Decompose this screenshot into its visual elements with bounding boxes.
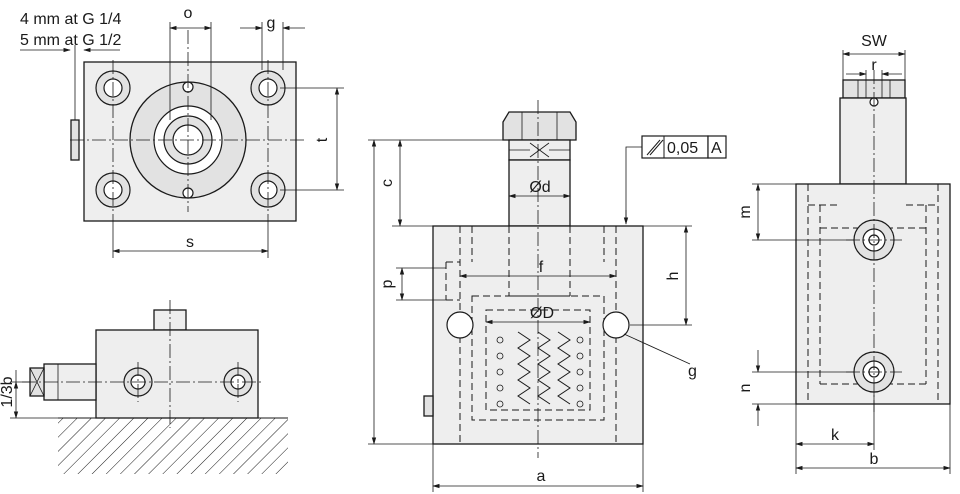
dim-g-top: g bbox=[267, 15, 276, 32]
front-view: c Ød 0,05 A f p h bbox=[368, 100, 727, 492]
dim-r: r bbox=[871, 57, 877, 74]
tolerance-value: 0,05 bbox=[667, 140, 698, 157]
dim-p: p bbox=[379, 279, 396, 288]
dim-sw: SW bbox=[861, 33, 888, 50]
dim-c: c bbox=[379, 179, 396, 187]
top-view: 4 mm at G 1/4 5 mm at G 1/2 bbox=[20, 5, 344, 258]
dim-s: s bbox=[186, 234, 194, 251]
side-view: 1/3b bbox=[0, 300, 288, 474]
dim-one-third-b: 1/3b bbox=[0, 376, 16, 407]
tolerance-frame: 0,05 A bbox=[623, 135, 727, 225]
dim-o: o bbox=[184, 5, 193, 22]
right-view: SW r m n k b bbox=[737, 33, 951, 474]
dim-g-right: g bbox=[688, 363, 697, 380]
dim-b: b bbox=[870, 451, 879, 468]
dim-d-small: Ød bbox=[529, 179, 550, 196]
dim-k: k bbox=[831, 427, 840, 444]
dim-d-big: ØD bbox=[530, 305, 554, 322]
spring bbox=[496, 331, 584, 408]
dim-m: m bbox=[737, 205, 754, 218]
dim-a: a bbox=[537, 468, 546, 485]
dim-h: h bbox=[665, 272, 682, 281]
dim-f: f bbox=[539, 259, 544, 276]
thread-note-1: 4 mm at G 1/4 bbox=[20, 11, 121, 28]
datum-label: A bbox=[711, 140, 722, 157]
dim-t: t bbox=[314, 137, 331, 142]
dim-n: n bbox=[737, 384, 754, 393]
thread-note-2: 5 mm at G 1/2 bbox=[20, 32, 121, 49]
